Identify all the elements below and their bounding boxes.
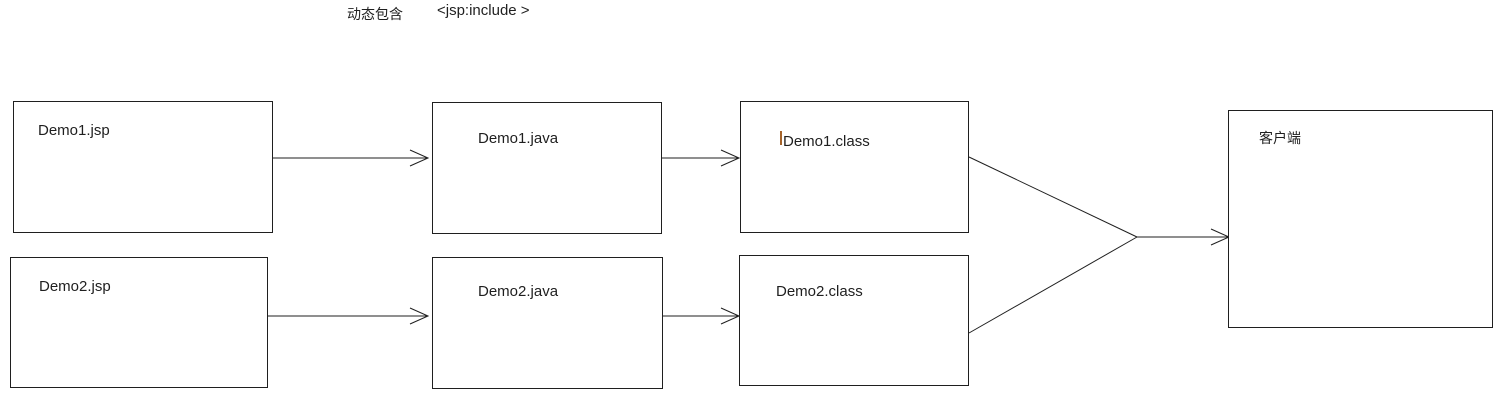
node-demo1-java: Demo1.java [432, 102, 662, 234]
node-demo1-jsp-label: Demo1.jsp [38, 122, 110, 139]
node-demo2-class-label: Demo2.class [776, 283, 863, 300]
node-demo2-java-label: Demo2.java [478, 283, 559, 300]
include-tag-label: <jsp:include > [437, 2, 530, 19]
node-demo1-class: Demo1.class [740, 101, 969, 233]
node-demo2-jsp: Demo2.jsp [10, 257, 268, 388]
text-cursor [780, 131, 782, 145]
include-type-label: 动态包含 [347, 6, 403, 22]
node-demo2-class: Demo2.class [739, 255, 969, 386]
node-demo1-class-label: Demo1.class [783, 133, 870, 150]
merge-line-demo2-class [968, 236, 1138, 334]
merge-line-demo1-class [968, 156, 1138, 238]
node-client: 客户端 [1228, 110, 1493, 328]
node-demo1-java-label: Demo1.java [478, 130, 559, 147]
node-demo1-jsp: Demo1.jsp [13, 101, 273, 233]
node-client-label: 客户端 [1259, 130, 1301, 146]
node-demo2-java: Demo2.java [432, 257, 663, 389]
node-demo2-jsp-label: Demo2.jsp [39, 278, 111, 295]
